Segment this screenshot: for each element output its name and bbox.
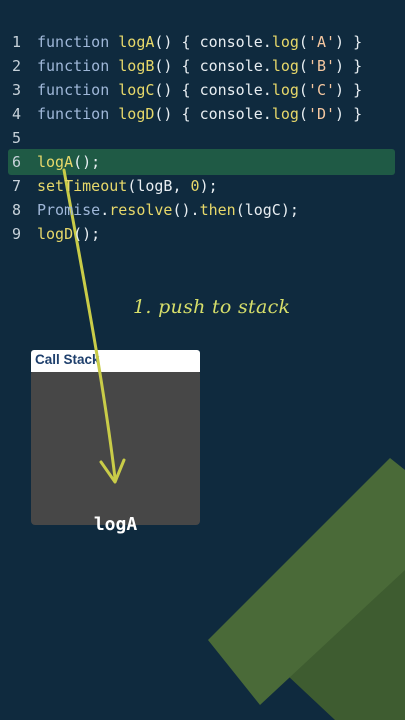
code-token: resolve: [109, 201, 173, 219]
code-token: ,: [172, 177, 191, 195]
code-token: setTimeout: [37, 177, 128, 195]
code-token: (: [298, 81, 308, 99]
code-token: console: [199, 81, 263, 99]
code-token: ) }: [335, 81, 363, 99]
code-token: .: [262, 105, 272, 123]
code-token: .: [262, 81, 272, 99]
code-token: (: [298, 105, 308, 123]
line-number: 4: [12, 105, 22, 123]
code-token: (: [298, 33, 308, 51]
line-number: 1: [12, 33, 22, 51]
code-token: ) }: [335, 57, 363, 75]
code-text: setTimeout(logB, 0);: [37, 174, 218, 198]
line-number: 3: [12, 81, 22, 99]
code-token: function: [37, 33, 110, 51]
code-text: function logB() { console.log('B') }: [37, 54, 362, 78]
code-line: 4 function logD() { console.log('D') }: [0, 102, 405, 126]
code-token: .: [262, 57, 272, 75]
line-number: 9: [12, 225, 22, 243]
code-token: (: [298, 57, 308, 75]
code-text: function logD() { console.log('D') }: [37, 102, 362, 126]
code-token: [109, 33, 118, 51]
code-token: logD: [118, 105, 155, 123]
code-token: () {: [154, 57, 200, 75]
code-token: logB: [136, 177, 173, 195]
code-token: () {: [154, 33, 200, 51]
step-annotation: 1. push to stack: [133, 296, 291, 318]
code-token: 'C': [307, 81, 336, 99]
stack-frame: logA: [93, 514, 138, 535]
code-token: 'B': [307, 57, 336, 75]
code-text: logD();: [37, 222, 100, 246]
code-line: 1 function logA() { console.log('A') }: [0, 30, 405, 54]
code-line: 5: [0, 126, 405, 150]
code-line: 2 function logB() { console.log('B') }: [0, 54, 405, 78]
code-token: logA: [118, 33, 155, 51]
deco-stripe-front: [208, 458, 405, 705]
code-token: logA: [37, 153, 74, 171]
line-number: 8: [12, 201, 22, 219]
code-token: ();: [73, 225, 101, 243]
code-token: function: [37, 105, 110, 123]
code-token: function: [37, 57, 110, 75]
code-token: logD: [37, 225, 74, 243]
code-token: );: [199, 177, 218, 195]
code-token: 0: [190, 177, 200, 195]
code-token: [109, 105, 118, 123]
code-token: [109, 57, 118, 75]
code-text: function logC() { console.log('C') }: [37, 78, 362, 102]
line-number: 2: [12, 57, 22, 75]
line-number: 5: [12, 129, 22, 147]
code-token: 'A': [307, 33, 336, 51]
code-token: () {: [154, 81, 200, 99]
code-token: (: [127, 177, 137, 195]
code-text: logA();: [37, 150, 100, 174]
code-token: console: [199, 105, 263, 123]
code-token: ().: [172, 201, 200, 219]
code-token: 'D': [307, 105, 336, 123]
code-token: logB: [118, 57, 155, 75]
code-token: log: [271, 105, 299, 123]
code-text: Promise.resolve().then(logC);: [37, 198, 299, 222]
code-token: Promise: [37, 201, 101, 219]
code-line: 3 function logC() { console.log('C') }: [0, 78, 405, 102]
code-token: log: [271, 33, 299, 51]
code-token: console: [199, 33, 263, 51]
code-token: ) }: [335, 33, 363, 51]
code-token: function: [37, 81, 110, 99]
code-token: then: [199, 201, 236, 219]
code-token: log: [271, 81, 299, 99]
code-token: );: [280, 201, 299, 219]
code-token: ) }: [335, 105, 363, 123]
code-token: [109, 81, 118, 99]
code-text: function logA() { console.log('A') }: [37, 30, 362, 54]
code-token: log: [271, 57, 299, 75]
line-number: 6: [12, 153, 22, 171]
code-token: logC: [244, 201, 281, 219]
line-number: 7: [12, 177, 22, 195]
code-token: ();: [73, 153, 101, 171]
code-token: () {: [154, 105, 200, 123]
code-token: .: [262, 33, 272, 51]
code-token: logC: [118, 81, 155, 99]
code-token: (: [235, 201, 245, 219]
code-token: console: [199, 57, 263, 75]
code-token: .: [100, 201, 110, 219]
